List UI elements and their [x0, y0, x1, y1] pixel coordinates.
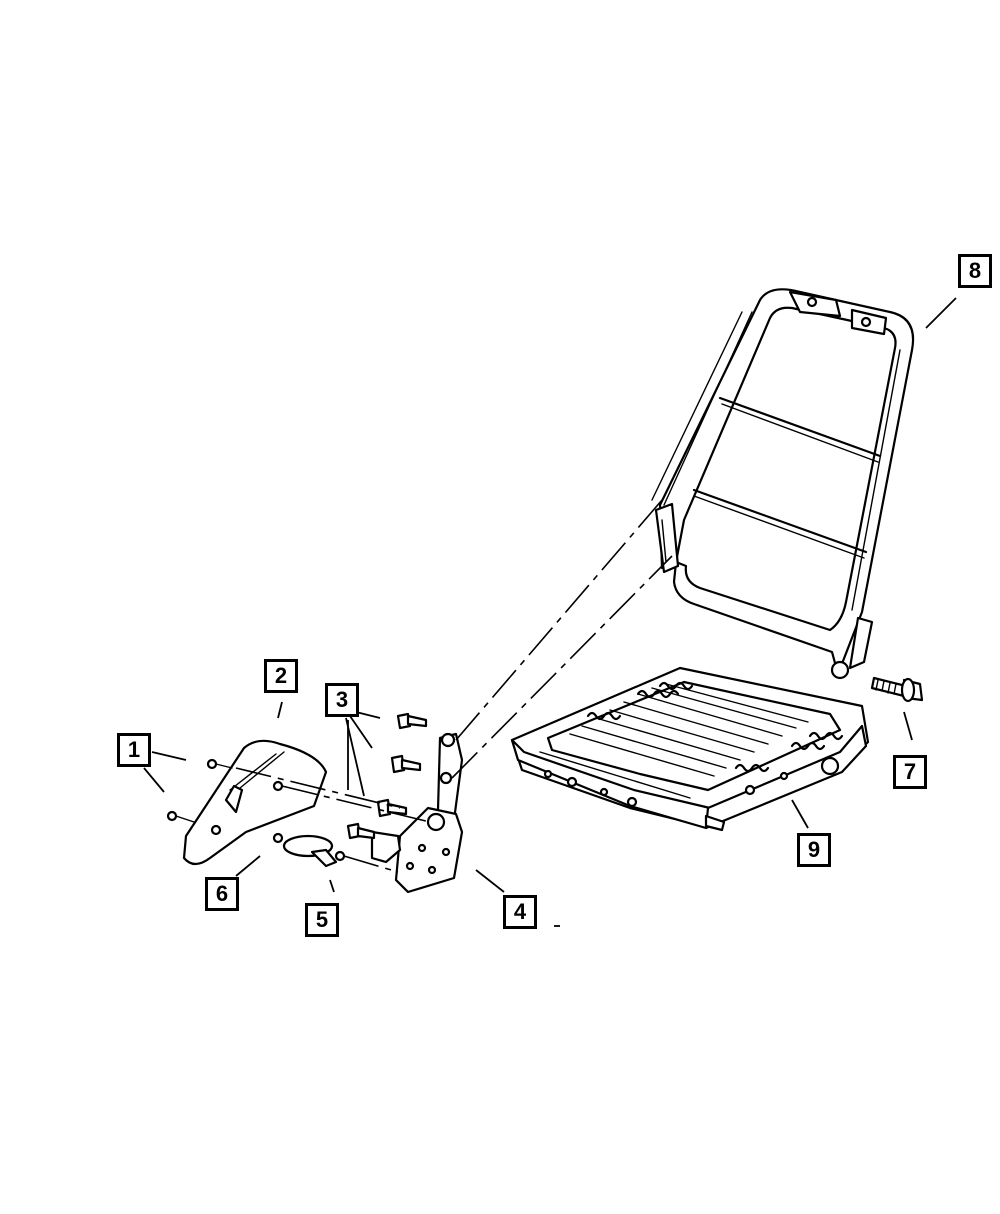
callout-1: 1 — [117, 733, 151, 767]
seat-cushion-frame — [510, 666, 870, 832]
hinge-bracket — [370, 732, 464, 894]
seat-back-frame — [651, 288, 915, 680]
bracket-bolts — [346, 712, 428, 840]
callout-5: 5 — [305, 903, 339, 937]
callout-2: 2 — [264, 659, 298, 693]
alignment-lines — [235, 499, 673, 873]
callout-3: 3 — [325, 683, 359, 717]
callout-4: 4 — [503, 895, 537, 929]
leader-lines — [143, 297, 957, 927]
callout-9: 9 — [797, 833, 831, 867]
callout-8: 8 — [958, 254, 992, 288]
release-knob — [272, 832, 346, 868]
callout-7: 7 — [893, 755, 927, 789]
side-cover — [182, 739, 328, 866]
pivot-bolt — [870, 676, 924, 703]
cover-screws — [166, 758, 233, 823]
callout-6: 6 — [205, 877, 239, 911]
